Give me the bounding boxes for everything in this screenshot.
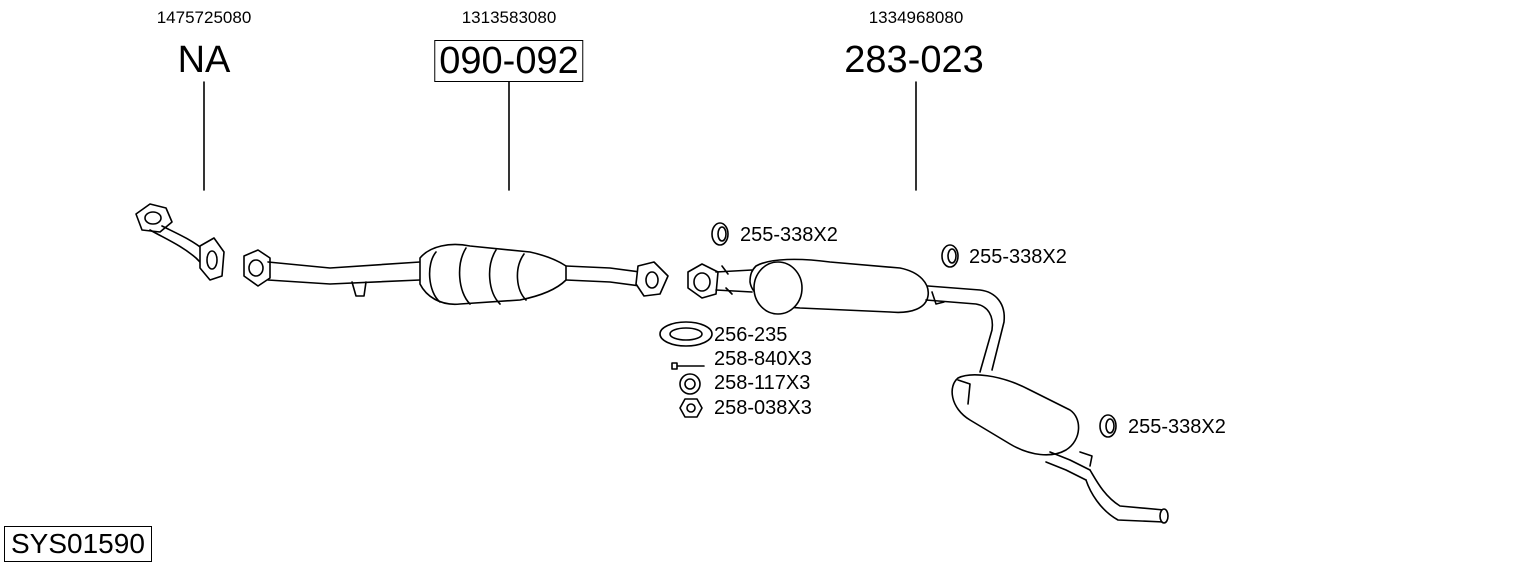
part-3-code[interactable]: 283-023: [844, 39, 984, 81]
nut-label[interactable]: 258-038X3: [714, 397, 812, 419]
bolt-icon: [671, 362, 705, 370]
rubber-ring-top-icon: [711, 222, 729, 246]
gasket-label[interactable]: 256-235: [714, 324, 788, 346]
part-1-oem-number: 1475725080: [156, 8, 252, 27]
gasket-icon: [659, 321, 713, 347]
rubber-ring-mid-icon: [941, 244, 959, 268]
rubber-ring-rear-icon: [1099, 414, 1117, 438]
system-id-badge: SYS01590: [4, 526, 152, 562]
front-pipe-drawing[interactable]: [135, 203, 225, 281]
part-2-oem-number: 1313583080: [461, 8, 557, 27]
part-2-code[interactable]: 090-092: [434, 40, 584, 82]
spring-washer-label[interactable]: 258-117X3: [714, 372, 811, 394]
rubber-ring-top-label[interactable]: 255-338X2: [740, 224, 838, 246]
part-1-code[interactable]: NA: [177, 39, 231, 81]
rear-silencer-drawing[interactable]: [687, 258, 1169, 524]
catalyst-drawing[interactable]: [243, 243, 669, 306]
nut-icon: [679, 398, 703, 418]
rubber-ring-mid-label[interactable]: 255-338X2: [969, 246, 1067, 268]
rubber-ring-rear-label[interactable]: 255-338X2: [1128, 416, 1226, 438]
part-3-oem-number: 1334968080: [868, 8, 964, 27]
bolt-label[interactable]: 258-840X3: [714, 348, 812, 370]
spring-washer-icon: [679, 373, 701, 395]
